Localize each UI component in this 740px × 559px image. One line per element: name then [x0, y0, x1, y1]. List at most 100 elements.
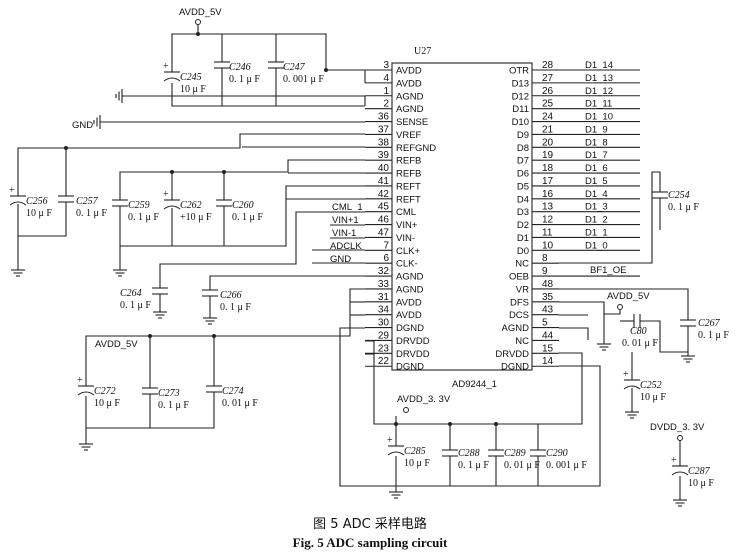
pin-name: D4: [517, 194, 529, 205]
pin-number: 35: [542, 292, 554, 303]
cap-value: 0. 1 μ F: [128, 212, 159, 223]
wire: [119, 159, 365, 200]
pin-name: D13: [512, 78, 529, 89]
ground-symbol: [673, 499, 687, 507]
junction-dot: [222, 170, 226, 174]
pin-number: 33: [378, 279, 390, 290]
pin-name: D5: [517, 181, 529, 192]
pin-name: D10: [512, 117, 529, 128]
pin-name: NC: [515, 336, 529, 347]
cap-ref: C80: [630, 326, 647, 337]
cap-ref: C267: [698, 318, 721, 329]
pin-name: CLK-: [396, 259, 418, 270]
pin-name: VREF: [396, 130, 422, 141]
cap-ref: C257: [76, 196, 99, 207]
pin-number: 39: [378, 150, 390, 161]
pin-number: 17: [542, 176, 554, 187]
pin-number: 11: [542, 227, 553, 238]
cap-ref: C274: [222, 386, 244, 397]
pin-number: 31: [378, 292, 390, 303]
cap-value: 0. 1 μ F: [229, 74, 260, 85]
cap-value: 0. 1 μ F: [668, 202, 699, 213]
cap-plate-curved: [623, 385, 641, 390]
power-terminal: [677, 435, 683, 441]
cap-value: 0. 001 μ F: [283, 74, 324, 85]
wire: [559, 288, 689, 320]
net-adclk: ADCLK: [330, 241, 362, 252]
wire: [640, 320, 689, 353]
ground-symbol: [93, 115, 101, 129]
cap-value: 0. 01 μ F: [222, 398, 258, 409]
pin-name: AGND: [502, 323, 530, 334]
ground-symbol: [11, 269, 25, 277]
pin-name: D2: [517, 220, 529, 231]
avdd-33-label: AVDD_3. 3V: [397, 394, 451, 405]
pin-name: D0: [517, 246, 529, 257]
power-terminal: [617, 304, 623, 310]
pin-number: 36: [378, 112, 390, 123]
cap-value: 0. 1 μ F: [120, 300, 151, 311]
polarity-mark: +: [671, 455, 677, 466]
ground-symbol: [153, 311, 167, 319]
data-net-label: D1_6: [585, 163, 608, 174]
pin-number: 29: [378, 330, 390, 341]
pin-name: D7: [517, 156, 529, 167]
cap-value: 10 μ F: [640, 392, 666, 403]
pin-name: DRVDD: [396, 349, 430, 360]
avdd-right-label: AVDD_5V: [607, 291, 650, 302]
pin-number: 27: [542, 73, 554, 84]
polarity-mark: +: [163, 189, 169, 200]
wire: [559, 171, 661, 264]
net-gnd-sense: GND: [72, 120, 93, 131]
pin-name: AVDD: [396, 310, 422, 321]
wire: [339, 327, 601, 487]
cap-value: 0. 001 μ F: [546, 460, 587, 471]
polarity-mark: +: [9, 185, 15, 196]
data-net-label: D1_1: [585, 227, 608, 238]
wire: [198, 33, 366, 83]
pin-number: 15: [542, 343, 554, 354]
data-net-label: D1_8: [585, 137, 608, 148]
power-terminal: [403, 407, 409, 413]
pin-number: 19: [542, 150, 554, 161]
pin-name: AVDD: [396, 78, 422, 89]
cap-value: 10 μ F: [404, 458, 430, 469]
pin-number: 38: [378, 137, 390, 148]
cap-value: 10 μ F: [180, 84, 206, 95]
pin-number: 16: [542, 189, 554, 200]
wire: [604, 310, 621, 315]
pin-name: AGND: [396, 91, 424, 102]
pin-name: AVDD: [396, 66, 422, 77]
wire: [159, 211, 365, 288]
pin-number: 4: [383, 73, 389, 84]
caption-english: Fig. 5 ADC sampling circuit: [292, 535, 448, 550]
power-terminal: [195, 19, 201, 25]
cap-ref: C289: [504, 448, 526, 459]
pin-name: VR: [516, 284, 529, 295]
cap-ref: C246: [229, 62, 251, 73]
wire: [559, 301, 605, 327]
pin-number: 9: [542, 266, 548, 277]
cap-ref: C272: [94, 386, 116, 397]
pin-number: 10: [542, 240, 554, 251]
junction-dot: [324, 68, 328, 72]
data-net-label: D1_3: [585, 202, 608, 213]
ground-symbol: [597, 343, 611, 351]
pin-number: 48: [542, 279, 554, 290]
pin-number: 30: [378, 318, 390, 329]
cap-ref: C260: [232, 200, 254, 211]
cap-ref: C254: [668, 190, 690, 201]
avdd-top-label: AVDD_5V: [179, 7, 222, 18]
data-net-label: D1_4: [585, 189, 608, 200]
pin-number: 12: [542, 215, 554, 226]
pin-number: 34: [378, 305, 390, 316]
polarity-mark: +: [623, 369, 629, 380]
pin-number: 8: [542, 253, 548, 264]
